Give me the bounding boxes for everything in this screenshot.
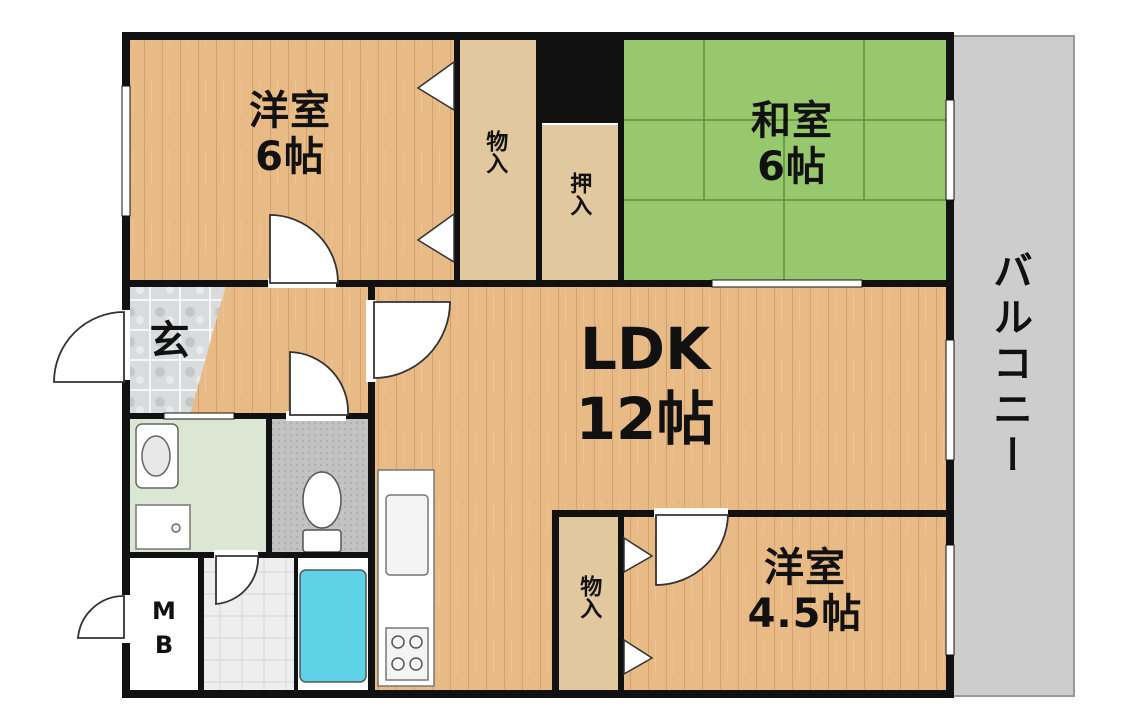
burner-2 <box>409 635 423 649</box>
washing-machine-pan <box>135 504 191 550</box>
drain <box>171 523 181 533</box>
burner-3 <box>391 657 405 671</box>
bathtub <box>299 569 367 683</box>
black-pillar <box>537 38 624 123</box>
storage2-label: 物入 <box>576 575 602 619</box>
mb-label: M B <box>152 597 176 659</box>
ldk-size: 12帖 <box>575 384 715 453</box>
western-room2-name: 洋室 <box>764 545 846 591</box>
ldk-name: LDK <box>579 315 711 383</box>
storage2-floor <box>558 515 620 693</box>
japanese-room-name: 和室 <box>751 98 833 144</box>
balcony-area <box>951 35 1075 697</box>
bifold-doors <box>416 60 654 676</box>
entrance-label: 玄 <box>149 318 191 364</box>
kitchen-sink <box>385 494 429 576</box>
ldk-label: LDK 12帖 <box>540 315 750 454</box>
burner-1 <box>391 635 405 649</box>
storage1-label: 物入 <box>482 130 508 174</box>
japanese-room-floor <box>624 38 949 283</box>
tatami-lines <box>624 38 949 283</box>
balcony-label: バルコニー <box>986 250 1032 480</box>
mb-floor <box>128 566 200 690</box>
western-room1-label: 洋室 6帖 <box>210 88 370 180</box>
western-room1-size: 6帖 <box>255 134 325 180</box>
stove <box>385 627 429 681</box>
burner-4 <box>409 657 423 671</box>
toilet-bowl <box>302 471 342 529</box>
storage1-floor <box>458 38 538 283</box>
oshiire-floor <box>540 125 622 283</box>
japanese-room-label: 和室 6帖 <box>712 98 872 190</box>
basin-bowl <box>141 435 171 477</box>
western-room2-label: 洋室 4.5帖 <box>705 545 905 637</box>
windows <box>121 85 955 656</box>
door-swings <box>53 214 729 639</box>
toilet-tank <box>302 529 342 553</box>
japanese-room-size: 6帖 <box>757 144 827 190</box>
western-room1-name: 洋室 <box>249 88 331 134</box>
western-room2-size: 4.5帖 <box>747 591 863 637</box>
oshiire-label: 押入 <box>566 172 592 216</box>
ldk-floor <box>374 285 949 513</box>
